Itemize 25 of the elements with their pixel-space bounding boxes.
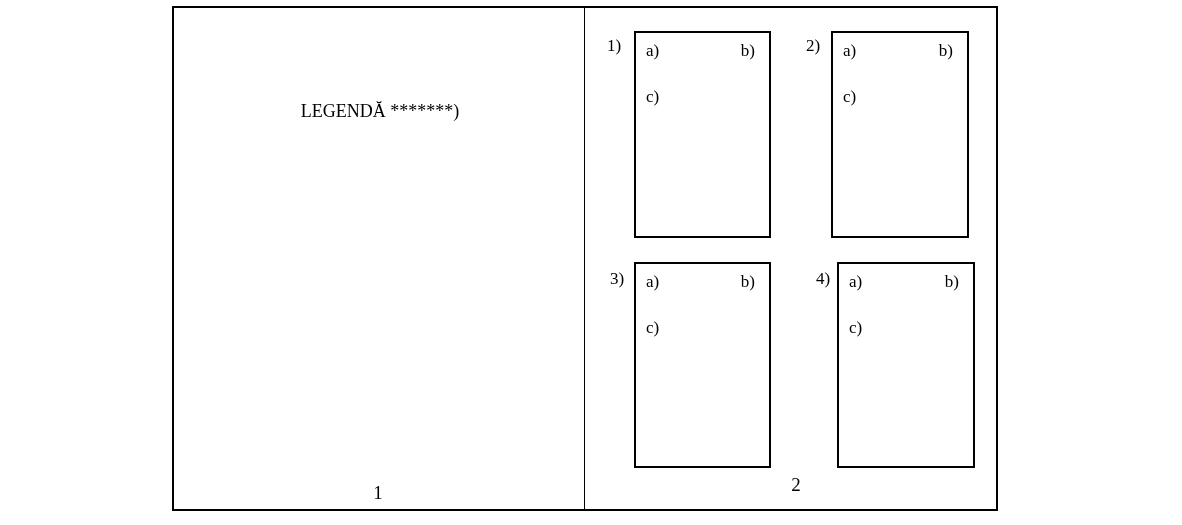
item-marker: c) [646, 319, 660, 336]
page-panel [172, 6, 585, 511]
empty-frame [634, 262, 771, 468]
item-marker: b) [740, 42, 755, 59]
item-marker: a) [646, 42, 660, 59]
frame-number: 3) [610, 270, 625, 287]
page-number: 1 [373, 483, 383, 502]
empty-frame [837, 262, 975, 468]
empty-frame [831, 31, 969, 238]
frame-number: 2) [806, 37, 821, 54]
frame-number: 1) [607, 37, 622, 54]
item-marker: a) [849, 273, 863, 290]
item-marker: a) [843, 42, 857, 59]
page-number: 2 [791, 475, 801, 494]
frame-number: 4) [816, 270, 831, 287]
item-marker: a) [646, 273, 660, 290]
item-marker: b) [740, 273, 755, 290]
item-marker: c) [646, 88, 660, 105]
page-panel [585, 6, 998, 511]
item-marker: c) [843, 88, 857, 105]
empty-frame [634, 31, 771, 238]
item-marker: c) [849, 319, 863, 336]
item-marker: b) [944, 273, 959, 290]
item-marker: b) [938, 42, 953, 59]
legend-heading: LEGENDĂ *******) [300, 102, 460, 120]
